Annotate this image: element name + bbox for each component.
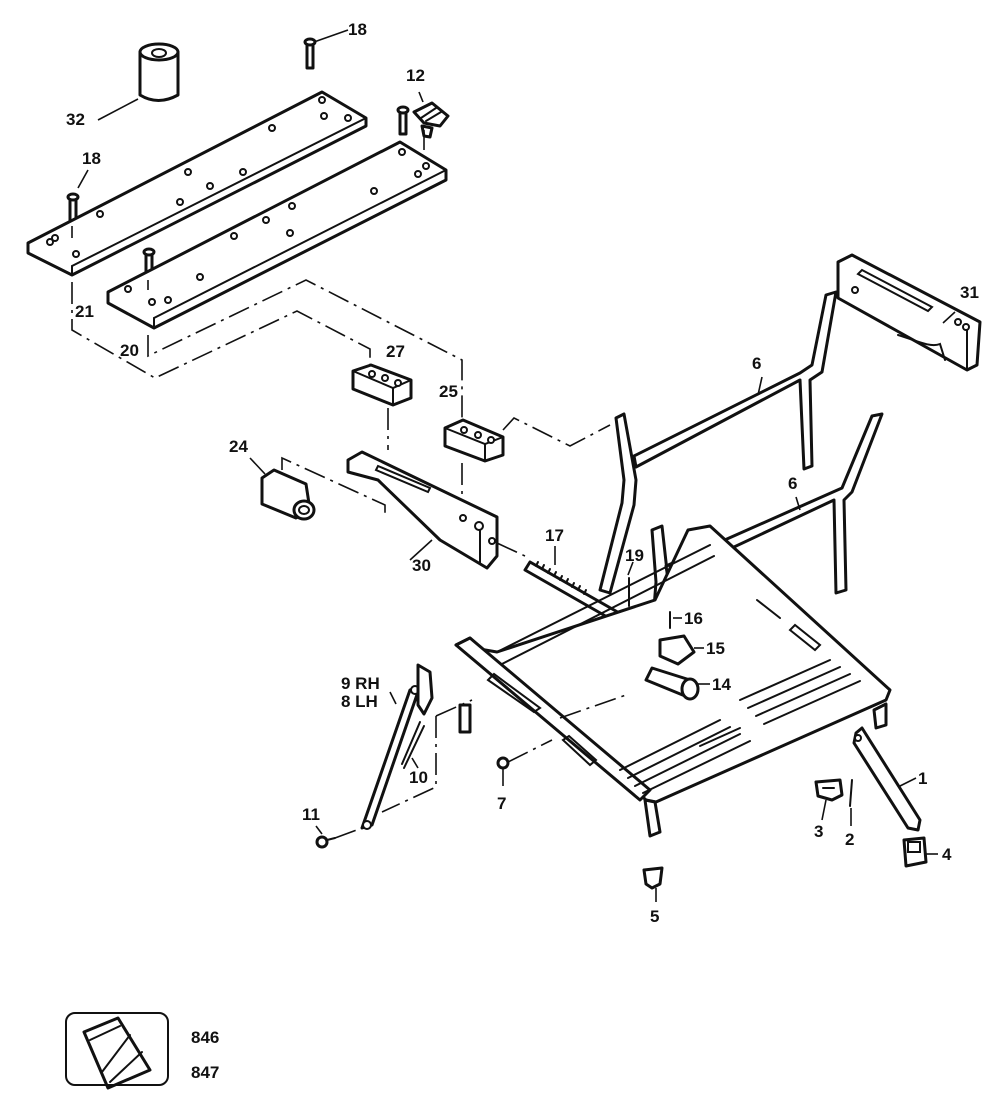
- callout-16: 16: [684, 609, 703, 628]
- callout-5: 5: [650, 907, 660, 926]
- part-11-pin: [315, 825, 363, 849]
- kit-code-846: 846: [191, 1028, 220, 1047]
- part-20-front-board: [106, 140, 448, 330]
- callout-2: 2: [845, 830, 855, 849]
- part-15-cam: [658, 634, 704, 666]
- part-7-screw: [496, 739, 553, 786]
- callout-21: 21: [75, 302, 94, 321]
- callout-14: 14: [712, 675, 731, 694]
- part-24-clamp-nut: [249, 456, 386, 521]
- part-4-foot: [902, 836, 938, 868]
- part-25-block: [443, 417, 611, 510]
- callout-17: 17: [545, 526, 564, 545]
- callout-10: 10: [409, 768, 428, 787]
- callout-1: 1: [918, 769, 928, 788]
- part-6-leg-frame-rear: [598, 290, 838, 595]
- callout-11: 11: [302, 805, 320, 824]
- part-32-socket: [97, 42, 180, 121]
- part-16-pin: [669, 611, 682, 629]
- callout-6-front: 6: [788, 474, 798, 493]
- callout-24: 24: [229, 437, 248, 456]
- part-10-spring: [401, 721, 425, 769]
- callout-3: 3: [814, 822, 824, 841]
- callout-18-left: 18: [82, 149, 101, 168]
- part-31-end-block: [836, 253, 982, 372]
- callout-25: 25: [439, 382, 458, 401]
- part-1-strut: [852, 726, 922, 832]
- part-27-block: [351, 363, 413, 450]
- assembly-lines-boards: [71, 130, 463, 420]
- callout-4: 4: [942, 845, 952, 864]
- callout-18-top: 18: [348, 20, 367, 39]
- kit-box: [65, 1012, 169, 1086]
- part-9-8-lever: [360, 663, 473, 830]
- part-14-handle: [644, 666, 710, 701]
- callout-27: 27: [386, 342, 405, 361]
- kit-code-847: 847: [191, 1063, 220, 1082]
- callout-6-rear: 6: [752, 354, 762, 373]
- callout-31: 31: [960, 283, 979, 302]
- assembly-line-frame: [559, 694, 627, 719]
- part-21-back-board: [26, 90, 368, 277]
- callout-32: 32: [66, 110, 85, 129]
- callout-7: 7: [497, 794, 507, 813]
- parts-bag-icon: [82, 1016, 152, 1090]
- callout-12: 12: [406, 66, 425, 85]
- platform-ribs: [619, 659, 861, 794]
- part-2-pin: [849, 779, 853, 826]
- part-30-carrier: [346, 450, 526, 570]
- callout-19: 19: [625, 546, 644, 565]
- part-19-pin: [627, 561, 634, 607]
- callout-9-rh: 9 RH: [341, 674, 380, 693]
- part-5-foot-cap: [642, 866, 664, 902]
- part-3-clip: [814, 778, 844, 821]
- callout-8-lh: 8 LH: [341, 692, 378, 711]
- callout-15: 15: [706, 639, 725, 658]
- part-12-knob: [412, 91, 450, 139]
- callout-20: 20: [120, 341, 139, 360]
- base-frame: [454, 524, 892, 838]
- callout-30: 30: [412, 556, 431, 575]
